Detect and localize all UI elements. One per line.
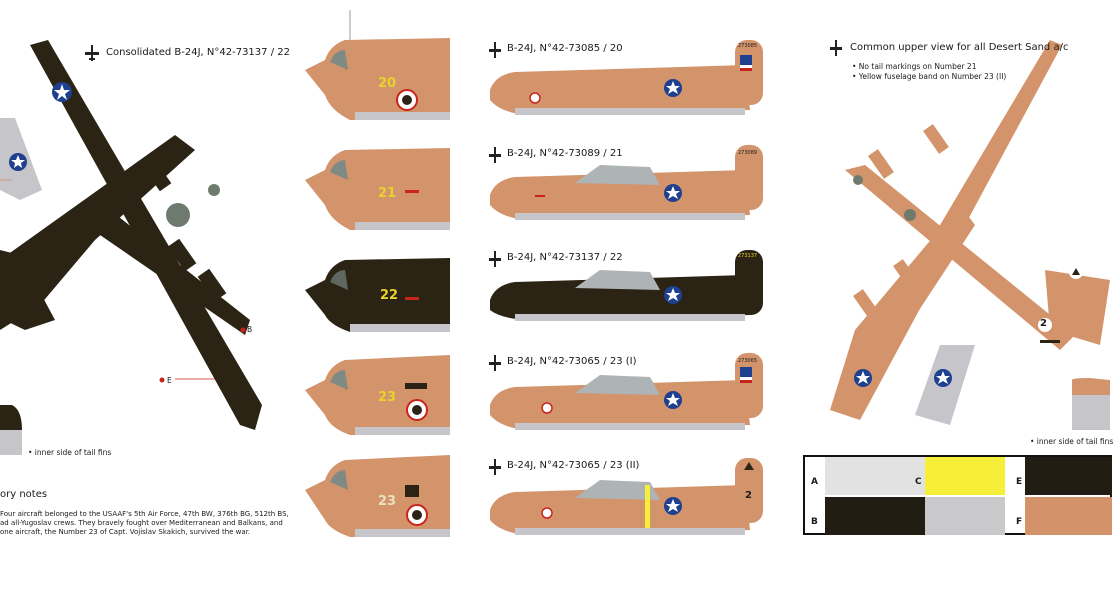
profile-1: [490, 40, 763, 115]
swatch-e: [1025, 457, 1112, 495]
swatch-label-c: C: [915, 477, 922, 487]
color-swatch-table: A B C D E F: [803, 455, 1112, 535]
profile-4: [490, 353, 763, 430]
common-note-1: • No tail markings on Number 21: [852, 62, 977, 71]
side-profiles-column: B-24J, N°42-73085 / 20 B-24J, N°42-73089…: [485, 0, 795, 540]
main-title: Consolidated B-24J, N°42-73137 / 22: [106, 47, 290, 58]
swatch-f: [1025, 497, 1112, 535]
swatch-d: [925, 497, 1005, 535]
nose-profile-4: [305, 355, 450, 435]
profile-label-5: B-24J, N°42-73065 / 23 (II): [507, 460, 640, 471]
profile-5: [490, 458, 763, 535]
nose-profile-3: [305, 258, 450, 332]
swatch-label-a: A: [811, 477, 818, 487]
history-line-1: Four aircraft belonged to the USAAF's 5t…: [0, 510, 289, 518]
fin-serial-2: 273089: [738, 150, 758, 156]
nose-profile-1: [305, 38, 450, 120]
swatch-a: [825, 457, 925, 495]
plane-silhouette-icon: [0, 40, 262, 455]
tail-number: 2: [1040, 318, 1047, 329]
profile-3: [490, 250, 763, 321]
nose-number-3: 22: [380, 288, 399, 303]
profile-2: [490, 145, 763, 220]
common-note-2: • Yellow fuselage band on Number 23 (II): [852, 72, 1007, 81]
common-view-block: Common upper view for all Desert Sand a/…: [800, 0, 1120, 455]
nose-number-2: 21: [378, 186, 397, 201]
history-line-2: ad all-Yugoslav crews. They bravely foug…: [0, 519, 283, 527]
history-text: Four aircraft belonged to the USAAF's 5t…: [0, 510, 300, 537]
inner-fins-label-left: • inner side of tail fins: [28, 448, 112, 457]
swatch-label-e: E: [1016, 477, 1023, 487]
nose-profile-2: [305, 148, 450, 230]
callout-b: B: [247, 325, 253, 334]
swatch-label-f: F: [1016, 517, 1023, 527]
swatch-b: [825, 497, 925, 535]
nose-number-5: 23: [378, 494, 397, 509]
swatch-label-d: D: [915, 517, 923, 527]
profile-label-2: B-24J, N°42-73089 / 21: [507, 148, 623, 159]
profile-label-4: B-24J, N°42-73065 / 23 (I): [507, 356, 637, 367]
common-view-title: Common upper view for all Desert Sand a/…: [850, 42, 1069, 53]
nose-profile-5: [305, 455, 450, 537]
fin-serial-5: 2: [745, 490, 752, 501]
fin-serial-4: 273065: [738, 358, 758, 364]
nose-number-4: 23: [378, 390, 397, 405]
fin-serial-1: 273085: [738, 43, 758, 49]
swatch-c: [925, 457, 1005, 495]
left-top-view-block: Consolidated B-24J, N°42-73137 / 22 B E …: [0, 0, 300, 611]
profile-label-3: B-24J, N°42-73137 / 22: [507, 252, 623, 263]
profile-label-1: B-24J, N°42-73085 / 20: [507, 43, 623, 54]
inner-fins-label-right: • inner side of tail fins: [1030, 437, 1114, 446]
history-heading: ory notes: [0, 489, 48, 500]
nose-profiles-column: 20 21 22 23 23: [300, 0, 460, 611]
swatch-label-b: B: [811, 517, 818, 527]
fin-serial-3: 273137: [738, 253, 758, 259]
history-line-3: one aircraft, the Number 23 of Capt. Voj…: [0, 528, 251, 536]
callout-e: E: [167, 376, 172, 385]
nose-number-1: 20: [378, 76, 397, 91]
